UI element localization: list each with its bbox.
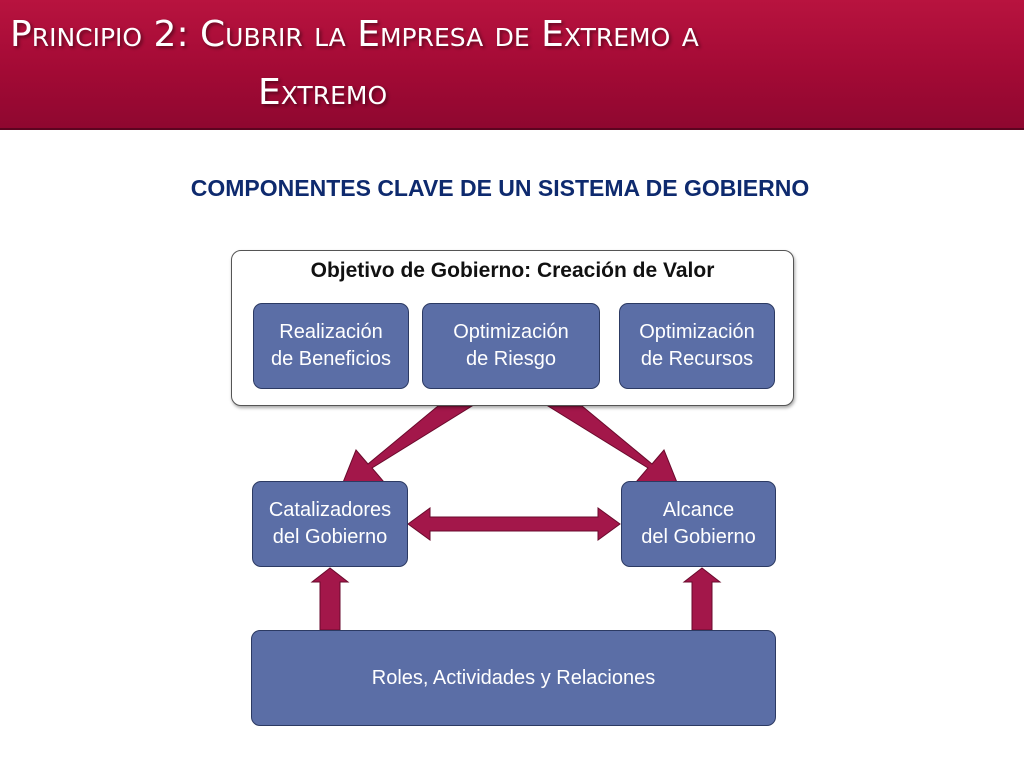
box-resources-line-1: Optimización (639, 321, 755, 343)
box-roles-activities-relations: Roles, Actividades y Relaciones (251, 630, 776, 726)
slide-subtitle: COMPONENTES CLAVE DE UN SISTEMA DE GOBIE… (190, 175, 810, 201)
arrow-objective-to-scope (546, 405, 681, 491)
arrow-roles-to-scope (682, 567, 722, 631)
box-resources-line-2: de Recursos (640, 348, 754, 370)
governance-objective-title: Objetivo de Gobierno: Creación de Valor (310, 259, 715, 282)
box-scope-line-1: Alcance (662, 499, 735, 521)
box-risk-line-1: Optimización (453, 321, 569, 343)
slide-title-line-2: Extremo (258, 72, 388, 113)
box-risk-line-2: de Riesgo (465, 348, 557, 370)
box-benefits-line-2: de Beneficios (270, 348, 392, 370)
box-roles-label: Roles, Actividades y Relaciones (371, 666, 656, 689)
slide-title-line-1: Principio 2: Cubrir la Empresa de Extrem… (10, 14, 699, 55)
box-resource-optimization: Optimización de Recursos (619, 303, 775, 389)
box-scope-line-2: del Gobierno (641, 526, 756, 548)
box-enablers-line-2: del Gobierno (272, 526, 388, 548)
box-governance-scope: Alcance del Gobierno (621, 481, 776, 567)
title-bar: Principio 2: Cubrir la Empresa de Extrem… (0, 0, 1024, 130)
box-benefits-line-1: Realización (279, 321, 383, 343)
arrow-roles-to-enablers (310, 567, 350, 631)
box-governance-enablers: Catalizadores del Gobierno (252, 481, 408, 567)
arrow-objective-to-enablers (339, 405, 474, 491)
box-enablers-line-1: Catalizadores (268, 499, 392, 521)
box-risk-optimization: Optimización de Riesgo (422, 303, 600, 389)
arrow-enablers-scope (407, 507, 621, 541)
box-benefits-realization: Realización de Beneficios (253, 303, 409, 389)
